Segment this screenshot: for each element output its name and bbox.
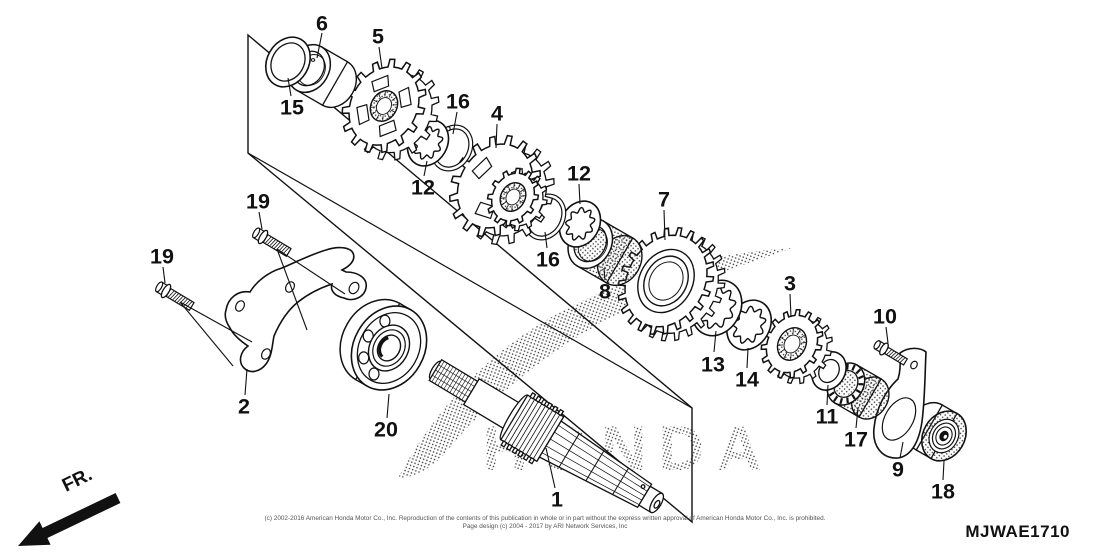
callout-number-9-16[interactable]: 9 xyxy=(892,458,904,482)
callout-number-12-3[interactable]: 12 xyxy=(411,176,435,200)
callout-number-5-2[interactable]: 5 xyxy=(372,25,384,49)
callout-leader-lines xyxy=(162,32,945,489)
callout-number-16-6[interactable]: 16 xyxy=(536,248,560,272)
exploded-view-parallelogram xyxy=(247,33,693,524)
copyright-line-1: (c) 2002-2016 American Honda Motor Co., … xyxy=(264,515,826,522)
callout-number-4-5[interactable]: 4 xyxy=(491,102,503,126)
parts-artwork xyxy=(155,36,968,514)
part-set-plate-9 xyxy=(873,347,927,459)
part-gear-3 xyxy=(760,308,833,385)
part-bolt-19b xyxy=(155,281,195,312)
callout-number-8-8[interactable]: 8 xyxy=(599,280,611,304)
part-mainshaft-1 xyxy=(428,358,665,514)
callout-number-6-1[interactable]: 6 xyxy=(316,12,328,36)
part-gear-4-hub xyxy=(486,167,548,232)
callout-number-13-10[interactable]: 13 xyxy=(701,353,725,377)
callout-number-18-17[interactable]: 18 xyxy=(931,480,955,504)
callout-number-2-20[interactable]: 2 xyxy=(238,395,250,419)
callout-number-1-19[interactable]: 1 xyxy=(551,488,563,512)
part-collar-6 xyxy=(286,43,358,109)
callout-number-15-0[interactable]: 15 xyxy=(280,96,304,120)
honda-wing-watermark xyxy=(398,248,792,478)
fr-direction-arrow-icon xyxy=(18,493,121,546)
part-set-plate-2 xyxy=(224,246,368,373)
callout-number-17-15[interactable]: 17 xyxy=(844,428,868,452)
front-direction-marker: FR. xyxy=(18,464,121,546)
copyright-line-2: Page design (c) 2004 - 2017 by ARI Netwo… xyxy=(462,523,628,530)
fr-direction-label: FR. xyxy=(59,464,96,496)
callout-number-20-18[interactable]: 20 xyxy=(374,418,398,442)
callout-number-11-13[interactable]: 11 xyxy=(816,405,839,429)
part-bolt-19a xyxy=(252,227,292,258)
part-bolt-10 xyxy=(873,340,909,366)
part-gear-5 xyxy=(341,58,440,161)
assembly-frame-outline xyxy=(247,33,693,524)
callout-number-12-7[interactable]: 12 xyxy=(567,162,591,186)
callout-number-7-9[interactable]: 7 xyxy=(658,188,670,212)
callout-number-19-21[interactable]: 19 xyxy=(246,190,270,214)
part-washer-15 xyxy=(264,36,312,88)
callout-number-10-14[interactable]: 10 xyxy=(873,305,897,329)
callout-number-16-4[interactable]: 16 xyxy=(446,90,470,114)
callout-number-3-12[interactable]: 3 xyxy=(784,272,796,296)
part-bearing-20 xyxy=(339,298,428,391)
diagram-code: MJWAE1710 xyxy=(965,522,1070,541)
callout-number-19-22[interactable]: 19 xyxy=(150,245,174,269)
callout-number-14-11[interactable]: 14 xyxy=(735,368,759,392)
